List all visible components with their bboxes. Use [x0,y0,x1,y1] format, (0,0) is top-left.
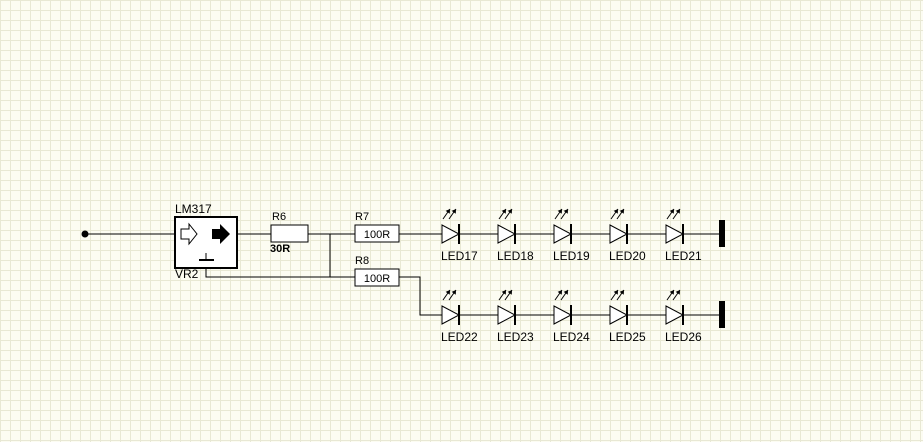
led-label: LED19 [553,249,590,263]
light-emission-arrows-icon [554,208,569,220]
led-symbol[interactable]: LED18 [497,208,534,263]
led-symbol[interactable]: LED22 [441,289,478,344]
regulator-lm317[interactable] [174,216,238,269]
light-emission-arrows-icon [498,208,513,220]
led-symbol[interactable]: LED17 [441,208,478,263]
light-emission-arrows-icon [498,289,513,301]
light-emission-arrows-icon [610,289,625,301]
led-label: LED25 [609,330,646,344]
r8-ref-label: R8 [355,255,369,267]
led-label: LED18 [497,249,534,263]
hollow-arrow-icon [180,222,198,246]
led-symbol[interactable]: LED24 [553,289,590,344]
terminal-row2-icon[interactable] [719,301,725,328]
r6-ref-label: R6 [272,211,286,223]
resistor-r6[interactable] [270,224,309,243]
led-row-2: LED22 LED23 LED24 LED25 LED26 [441,289,702,344]
led-label: LED17 [441,249,478,263]
wire-adjust-feedback[interactable] [205,268,355,278]
led-symbol[interactable]: LED19 [553,208,590,263]
led-label: LED20 [609,249,646,263]
solid-arrow-icon [212,224,230,244]
led-symbol[interactable]: LED26 [665,289,702,344]
light-emission-arrows-icon [610,208,625,220]
r7-value-label: 100R [364,229,390,241]
light-emission-arrows-icon [442,208,457,220]
led-label: LED23 [497,330,534,344]
regulator-part-label: LM317 [175,202,212,216]
led-symbol[interactable]: LED20 [609,208,646,263]
led-label: LED26 [665,330,702,344]
led-label: LED21 [665,249,702,263]
led-label: LED22 [441,330,478,344]
r8-value-label: 100R [364,273,390,285]
terminal-row1-icon[interactable] [719,220,725,247]
led-row-1: LED17 LED18 LED19 LED20 LED21 [441,208,702,263]
light-emission-arrows-icon [666,289,681,301]
light-emission-arrows-icon [666,208,681,220]
r6-value-label: 30R [270,243,290,255]
led-symbol[interactable]: LED25 [609,289,646,344]
regulator-ref-label: VR2 [175,267,199,281]
light-emission-arrows-icon [554,289,569,301]
r7-ref-label: R7 [355,211,369,223]
led-symbol[interactable]: LED23 [497,289,534,344]
led-symbol[interactable]: LED21 [665,208,702,263]
light-emission-arrows-icon [442,289,457,301]
led-label: LED24 [553,330,590,344]
